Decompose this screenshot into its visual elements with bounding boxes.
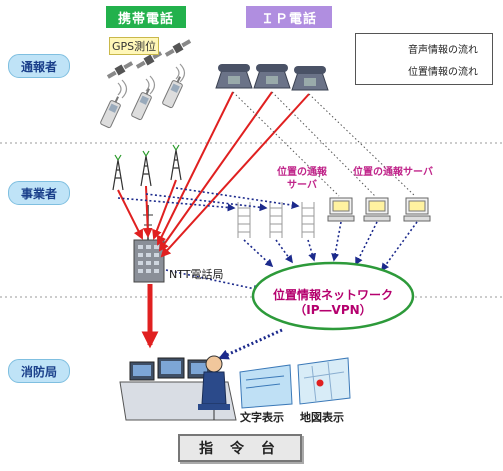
mobile-phone-icon — [162, 76, 183, 109]
ntt-office-building-icon — [133, 205, 165, 283]
satellite-icon — [164, 39, 192, 57]
location-flow-arrow — [331, 221, 342, 262]
gps-label: GPS測位 — [109, 37, 160, 55]
location-server-pc-icon — [327, 197, 355, 222]
location-network-ellipse — [251, 261, 415, 331]
voice-flow-arrow — [117, 189, 143, 240]
location-flow-arrow — [243, 239, 274, 268]
ip-phone-header: ＩＰ電話 — [246, 6, 332, 28]
voice-flow-arrow — [157, 91, 234, 246]
ip-location-line — [232, 91, 340, 197]
legend-voice-label: 音声情報の流れ — [408, 45, 478, 56]
ip-phone-icon — [215, 64, 253, 89]
ip-phone-icon — [253, 64, 291, 89]
map-display-label: 地図表示 — [300, 411, 344, 424]
ip-phone-icon — [291, 66, 329, 91]
location-flow-arrow — [145, 193, 268, 212]
location-flow-arrow — [307, 239, 316, 262]
legend-voice: 音声情報の流れ — [356, 40, 492, 56]
ip-location-line — [271, 91, 376, 197]
role-carrier: 事業者 — [8, 181, 70, 205]
location-flow-arrow — [275, 239, 293, 264]
legend-location-label: 位置情報の流れ — [408, 67, 478, 78]
server-label-2: 位置の通報サーバ — [353, 167, 433, 178]
location-flow-arrow — [381, 221, 418, 272]
location-flow-arrow — [117, 197, 236, 212]
command-desk-label: 指 令 台 — [178, 434, 302, 462]
text-display-label: 文字表示 — [240, 411, 284, 424]
network-label-line2: （IP―VPN） — [294, 303, 372, 317]
location-flow-main-arrow — [218, 328, 283, 360]
server-rack-icons — [237, 202, 315, 238]
role-caller: 通報者 — [8, 54, 70, 78]
network-label-line1: 位置情報ネットワーク — [272, 288, 393, 302]
legend: 音声情報の流れ 位置情報の流れ — [355, 33, 493, 85]
cell-tower-icon — [112, 154, 124, 191]
voice-flow-arrow — [160, 93, 310, 258]
dispatcher-station-icon — [119, 355, 237, 421]
legend-location: 位置情報の流れ — [356, 62, 492, 78]
map-display-screen-icon — [297, 357, 351, 405]
text-display-screen-icon — [239, 364, 293, 409]
location-server-pc-icon — [363, 197, 391, 222]
voice-flow-arrow — [152, 179, 177, 240]
voice-flow-arrow — [158, 91, 273, 252]
mobile-phone-icon — [131, 88, 152, 121]
cell-tower-icon — [140, 150, 152, 187]
satellite-icon — [106, 61, 134, 79]
mobile-phone-header: 携帯電話 — [106, 6, 186, 28]
signal-waves — [117, 63, 186, 99]
server-label-1-line1: 位置の通報 — [277, 167, 327, 178]
ip-location-line — [308, 93, 416, 197]
network-label: 位置情報ネットワーク （IP―VPN） — [258, 288, 408, 318]
cell-tower-icon — [170, 144, 182, 181]
ntt-office-label: NTT電話局 — [169, 268, 224, 281]
satellite-icon — [135, 51, 163, 69]
location-flow-arrow — [355, 221, 378, 266]
server-label-1: 位置の通報 サーバ — [267, 166, 337, 192]
server-label-1-line2: サーバ — [287, 180, 317, 191]
mobile-phone-icon — [100, 96, 121, 129]
role-fire-dept: 消防局 — [8, 359, 70, 383]
location-server-pc-icon — [403, 197, 431, 222]
